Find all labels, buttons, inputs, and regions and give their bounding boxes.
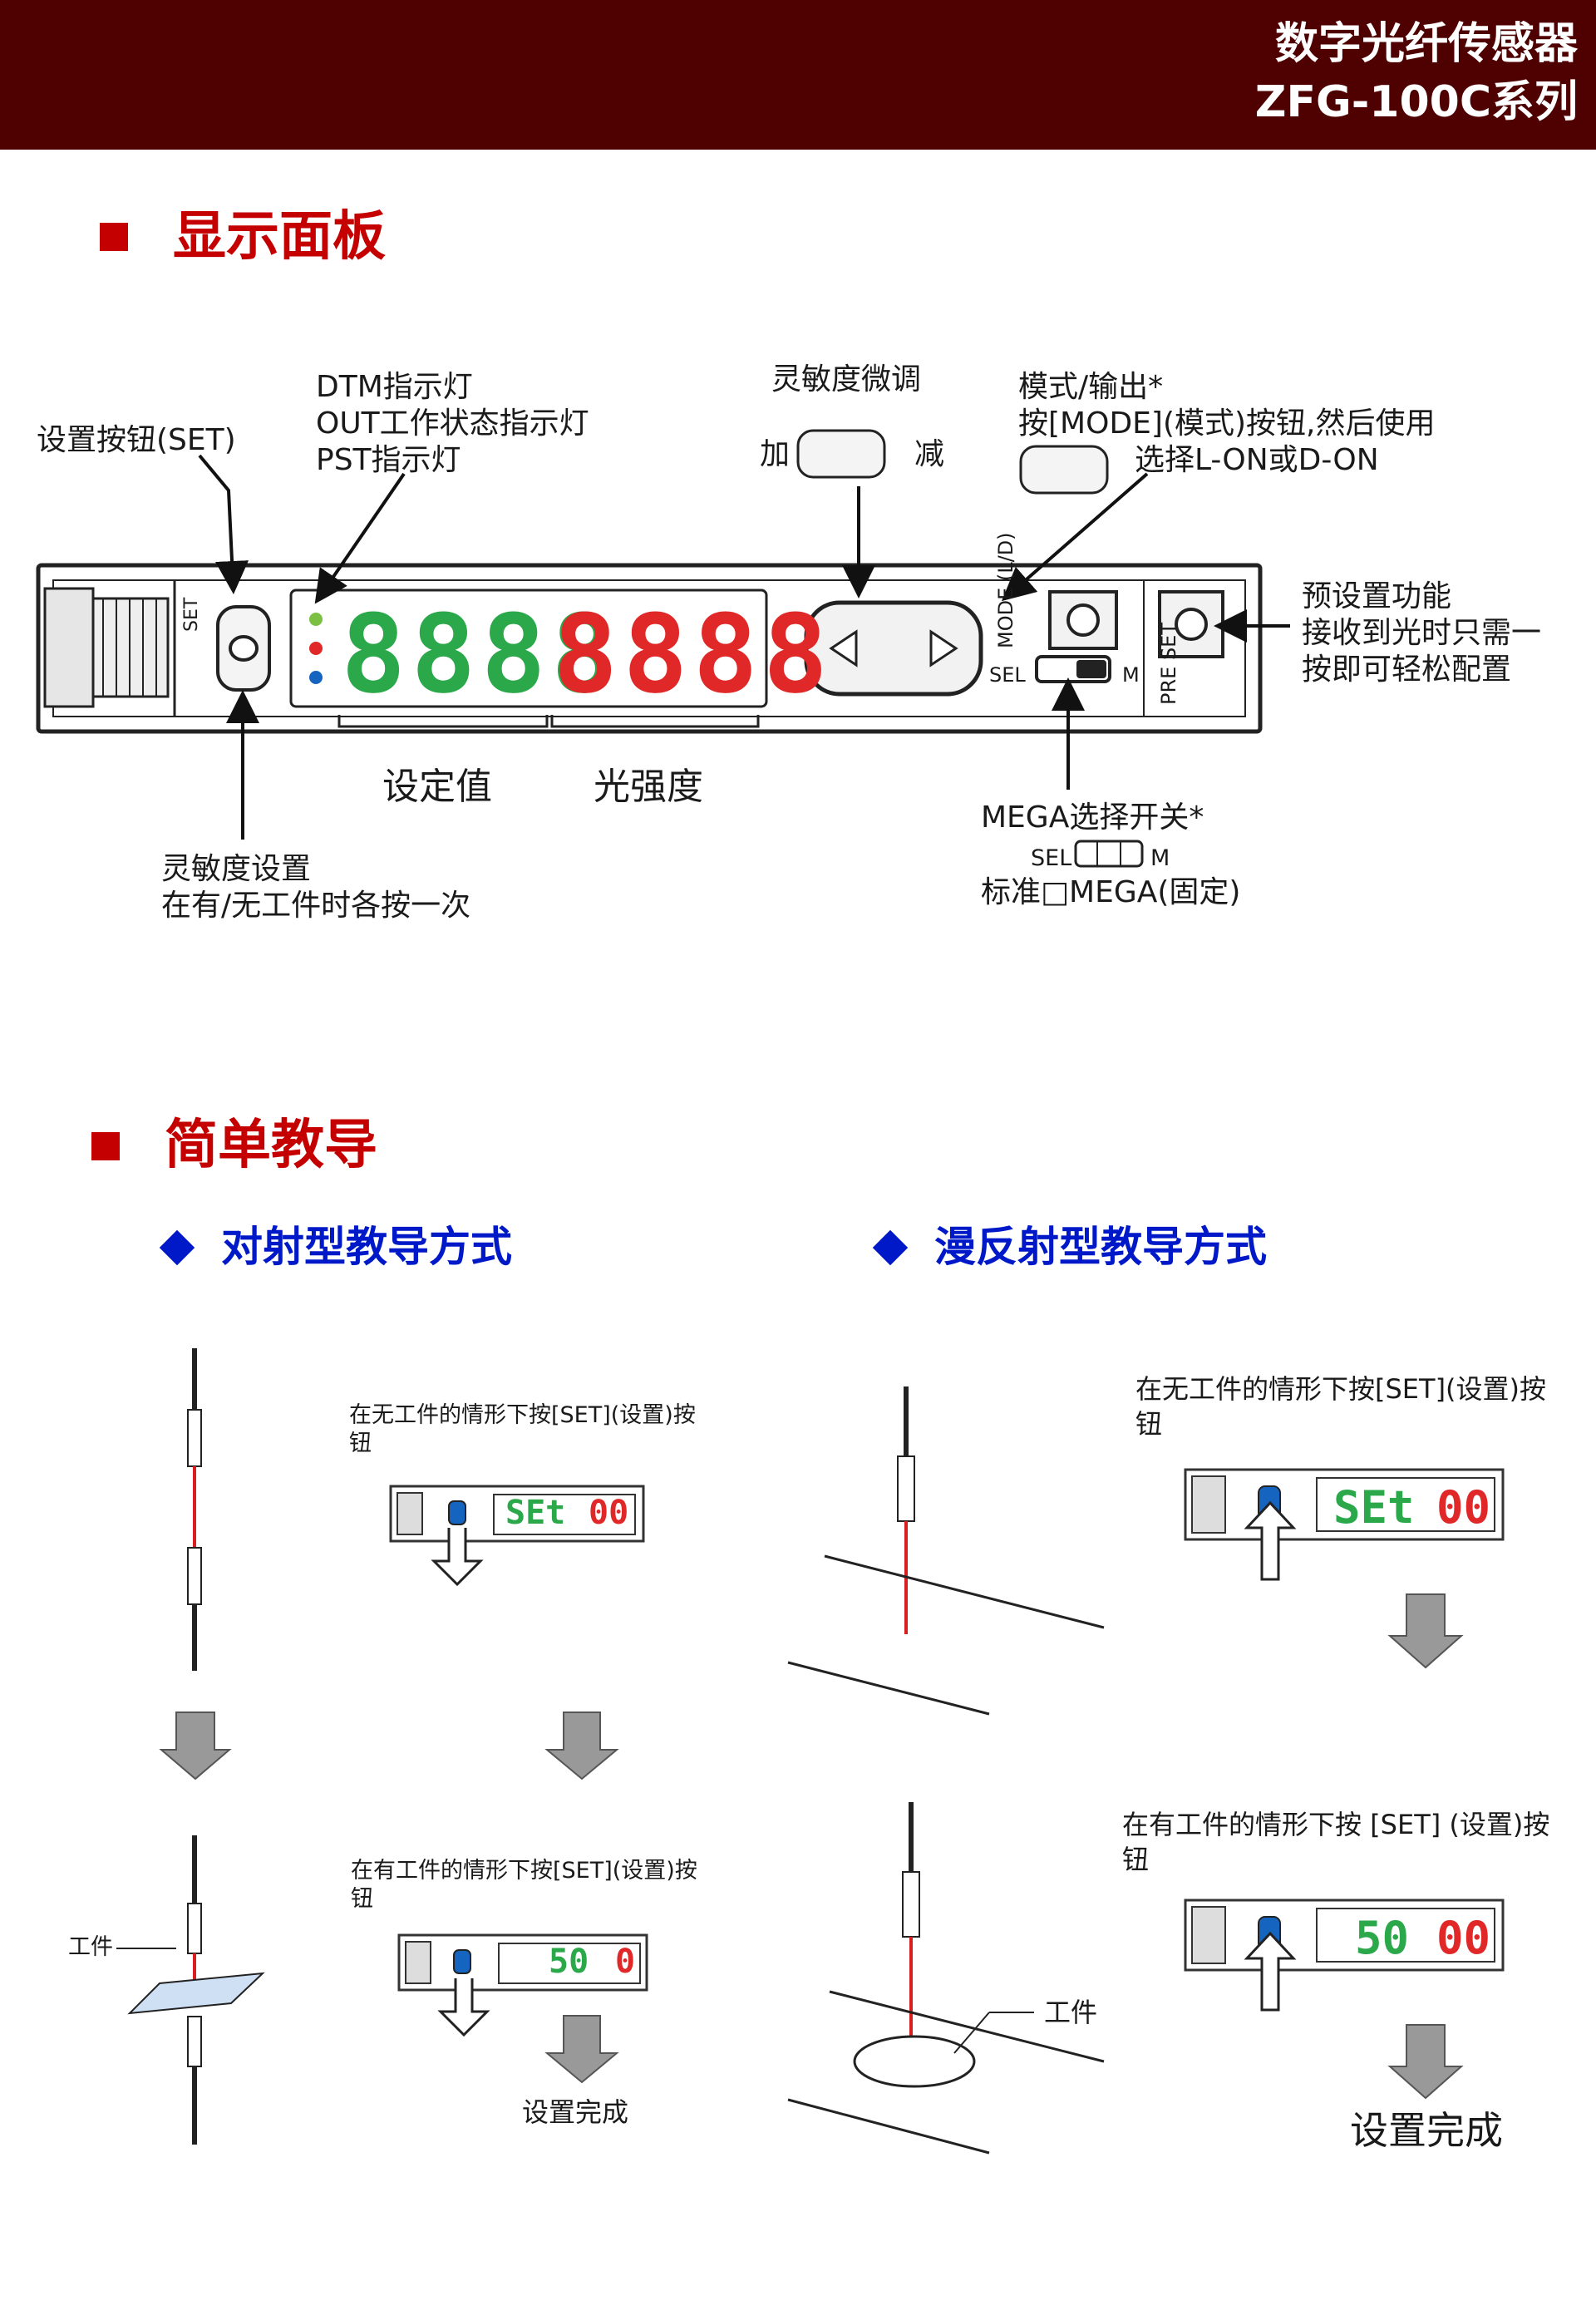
label-preset-1: 预设置功能	[1302, 579, 1452, 613]
tb-display2-right: 0	[615, 1943, 636, 1981]
subsection-bullet	[159, 1229, 195, 1266]
df-step1-text: 在无工件的情形下按[SET](设置)按钮	[1135, 1373, 1547, 1440]
df-step2-text: 在有工件的情形下按 [SET] (设置)按钮	[1122, 1809, 1550, 1875]
label-mode-2: 按[MODE](模式)按钮,然后使用	[1018, 406, 1436, 441]
df-display2-right: 00	[1436, 1912, 1491, 1964]
section-title-teaching: 简单教导	[165, 1115, 377, 1176]
subsection-through-beam: 对射型教导方式	[221, 1223, 512, 1271]
digits-red: 8888	[553, 591, 834, 717]
device-m-text: M	[1122, 663, 1140, 687]
label-mode-1: 模式/输出*	[1018, 370, 1164, 404]
df-display2-left: 50	[1355, 1912, 1410, 1964]
digits-green: 8888	[341, 591, 622, 717]
section-bullet	[91, 1132, 120, 1160]
label-light-intensity: 光强度	[594, 766, 703, 808]
tb-display1-right: 00	[589, 1494, 629, 1532]
device-sel-text: SEL	[989, 663, 1026, 687]
label-out-indicator: OUT工作状态指示灯	[316, 406, 589, 441]
label-sensitivity-1: 灵敏度设置	[161, 852, 312, 886]
label-fine-tune-plus: 加	[760, 437, 791, 471]
header-title: 数字光纤传感器	[1274, 19, 1578, 69]
tb-step1-text: 在无工件的情形下按[SET](设置)按钮	[349, 1402, 696, 1456]
label-preset-2: 接收到光时只需一	[1302, 616, 1542, 650]
label-set-value: 设定值	[382, 766, 492, 808]
label-fine-tune: 灵敏度微调	[771, 362, 922, 396]
df-display1-left: SEt	[1333, 1481, 1415, 1534]
df-display1-right: 00	[1436, 1481, 1491, 1534]
section-title-display-panel: 显示面板	[173, 206, 386, 268]
label-mega-m: M	[1150, 845, 1170, 871]
header-subtitle: ZFG-100C系列	[1254, 77, 1578, 127]
label-mega-sel: SEL	[1031, 845, 1072, 871]
tb-step2-text: 在有工件的情形下按[SET](设置)按钮	[351, 1858, 697, 1912]
subsection-bullet	[872, 1229, 909, 1266]
tb-done-text: 设置完成	[522, 2096, 629, 2128]
label-preset-3: 按即可轻松配置	[1302, 653, 1512, 687]
display-panel-diagram	[36, 429, 1290, 868]
label-dtm-indicator: DTM指示灯	[316, 370, 473, 404]
label-mode-3: 选择L-ON或D-ON	[1135, 443, 1379, 477]
device-mode-text: MODE (L/D)	[994, 532, 1017, 648]
sensor-device	[36, 563, 1263, 734]
label-fine-tune-minus: 减	[914, 437, 945, 471]
df-workpiece-label: 工件	[1044, 1997, 1098, 2028]
device-preset-text: PRE SET	[1157, 623, 1180, 705]
df-done-text: 设置完成	[1350, 2108, 1503, 2153]
subsection-diffuse: 漫反射型教导方式	[934, 1223, 1267, 1271]
teaching-diagram	[116, 1348, 1505, 2155]
section-bullet	[100, 223, 128, 251]
label-sensitivity-2: 在有/无工件时各按一次	[161, 889, 471, 923]
tb-display1-left: SEt	[505, 1494, 566, 1532]
label-mega-title: MEGA选择开关*	[981, 800, 1204, 835]
label-set-button: 设置按钮(SET)	[37, 423, 236, 457]
label-pst-indicator: PST指示灯	[316, 443, 461, 477]
label-mega-desc: 标准□MEGA(固定)	[981, 875, 1241, 909]
device-set-text: SET	[181, 597, 202, 632]
tb-workpiece-label: 工件	[68, 1934, 113, 1960]
header-banner	[0, 0, 1596, 150]
tb-display2-left: 50	[549, 1943, 589, 1981]
